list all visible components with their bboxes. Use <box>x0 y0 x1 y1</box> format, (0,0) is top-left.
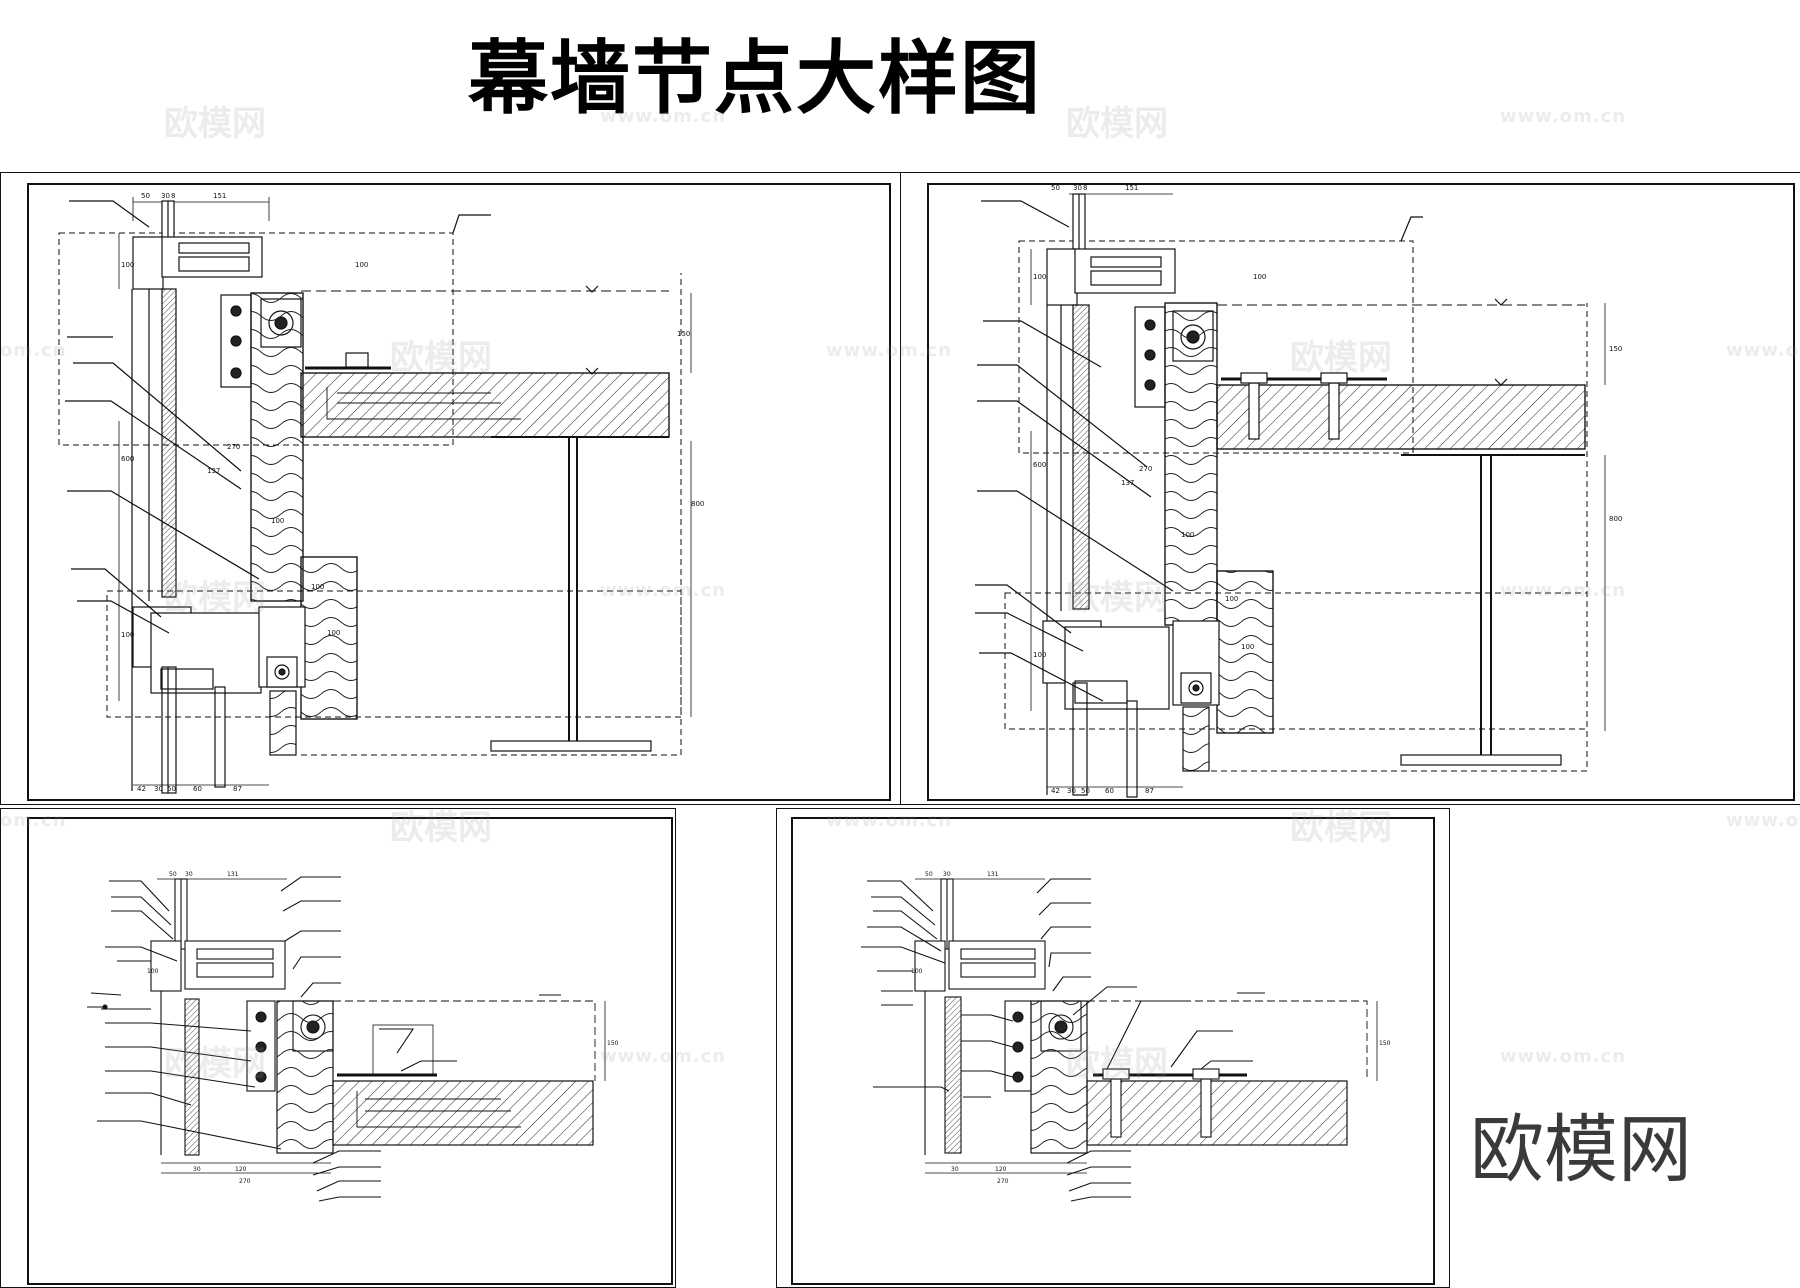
dim-label: 270 <box>997 1178 1009 1185</box>
dim-label: 100 <box>1033 651 1046 659</box>
dim-label: 270 <box>239 1178 251 1185</box>
dim-label: 150 <box>1379 1040 1391 1047</box>
dim-label: 87 <box>233 785 242 793</box>
dim-label: 60 <box>193 785 202 793</box>
dim-label: 131 <box>987 871 999 878</box>
dim-label: 100 <box>147 968 159 975</box>
detail-sheet-3: 50 30 131 100 150 30 120 270 <box>0 808 676 1288</box>
dim-label: 150 <box>607 1040 619 1047</box>
dim-label: 270 <box>1139 465 1152 473</box>
dim-label: 30 <box>1073 184 1082 192</box>
dim-label: 50 <box>141 192 150 200</box>
dim-label: 100 <box>1253 273 1266 281</box>
dim-label: 100 <box>271 517 284 525</box>
drawing-title: 幕墙节点大样图 <box>468 32 1042 125</box>
dim-label: 800 <box>691 500 704 508</box>
watermark-text: 欧模网 <box>1066 104 1168 144</box>
dim-label: 42 <box>137 785 146 793</box>
dim-label: 50 <box>1051 184 1060 192</box>
dim-label: 120 <box>995 1166 1007 1173</box>
dim-label: 30 <box>1067 787 1076 795</box>
dim-label: 100 <box>1033 273 1046 281</box>
detail-frame-1 <box>27 183 891 801</box>
dim-label: 100 <box>1181 531 1194 539</box>
brand-logo-text: 欧模网 <box>1470 1107 1692 1193</box>
dim-label: 151 <box>213 192 226 200</box>
watermark-text: 欧模网 <box>164 104 266 144</box>
dim-label: 42 <box>1051 787 1060 795</box>
detail-drawing-3: 50 30 131 100 150 30 120 270 <box>87 871 619 1202</box>
dim-label: 60 <box>1105 787 1114 795</box>
dim-label: 131 <box>227 871 239 878</box>
dim-label: 50 <box>1081 787 1090 795</box>
detail-frame-2 <box>927 183 1795 801</box>
detail-drawing-4: 50 30 131 100 150 30 120 270 <box>861 871 1391 1202</box>
detail-sheet-1: 50 30 8 151 100 100 150 600 270 137 100 … <box>0 172 901 805</box>
dim-label: 120 <box>235 1166 247 1173</box>
dim-label: 600 <box>1033 461 1046 469</box>
dim-label: 100 <box>1225 595 1238 603</box>
watermark-url: www.om.cn <box>1726 810 1800 831</box>
dim-label: 30 <box>154 785 163 793</box>
dim-label: 50 <box>169 871 177 878</box>
watermark-url: www.om.cn <box>1500 106 1627 127</box>
dim-label: 30 <box>185 871 193 878</box>
dim-label: 100 <box>1241 643 1254 651</box>
dim-label: 50 <box>167 785 176 793</box>
dim-label: 8 <box>171 192 175 200</box>
dim-label: 600 <box>121 455 134 463</box>
dim-label: 150 <box>677 330 690 338</box>
dim-label: 100 <box>355 261 368 269</box>
dim-label: 8 <box>1083 184 1087 192</box>
dim-label: 87 <box>1145 787 1154 795</box>
dim-label: 100 <box>311 583 324 591</box>
detail-drawing-1: 50 30 8 151 100 100 150 600 270 137 100 … <box>58 192 704 794</box>
dim-label: 137 <box>207 467 220 475</box>
dim-label: 30 <box>951 1166 959 1173</box>
dim-label: 100 <box>121 261 134 269</box>
dim-label: 150 <box>1609 345 1622 353</box>
detail-frame-4 <box>791 817 1435 1285</box>
dim-label: 30 <box>193 1166 201 1173</box>
dim-label: 30 <box>161 192 170 200</box>
dim-label: 100 <box>121 631 134 639</box>
dim-label: 800 <box>1609 515 1622 523</box>
detail-sheet-2: 50 30 8 151 100 100 150 600 270 137 100 … <box>900 172 1800 805</box>
dim-label: 151 <box>1125 184 1138 192</box>
dim-label: 270 <box>227 443 240 451</box>
dim-label: 100 <box>327 629 340 637</box>
dim-label: 30 <box>943 871 951 878</box>
detail-sheet-4: 50 30 131 100 150 30 120 270 <box>776 808 1450 1288</box>
dim-label: 50 <box>925 871 933 878</box>
detail-drawing-2: 50 30 8 151 100 100 150 600 270 137 100 … <box>975 184 1622 798</box>
dim-label: 100 <box>911 968 923 975</box>
watermark-url: www.om.cn <box>1500 1046 1627 1067</box>
dim-label: 137 <box>1121 479 1134 487</box>
detail-frame-3 <box>27 817 673 1285</box>
